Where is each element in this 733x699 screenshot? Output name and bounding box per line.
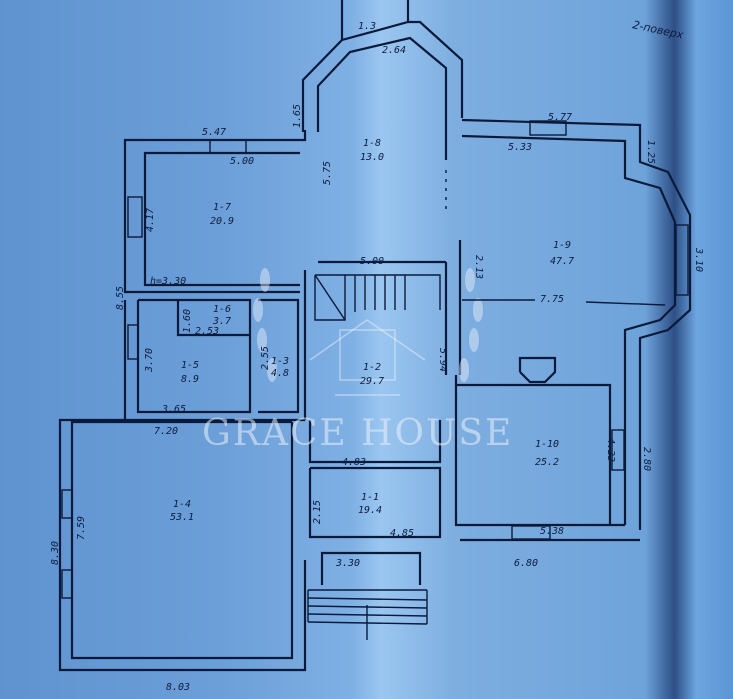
dimension: 5.38 [540,526,564,537]
dimension: 3.65 [161,404,186,415]
watermark-text: GRACE HOUSE [202,413,513,454]
room-id: 1-4 [173,499,191,510]
dimension: 8.03 [166,682,190,693]
room-1-4: 1-4 53.1 [170,499,194,523]
room-id: 1-2 [363,362,381,373]
room-1-5: 1-58.9 [181,360,199,385]
dimension: 7.20 [154,426,178,437]
room-area: 8.9 [181,374,199,385]
staircase [314,274,441,321]
dimension: 1.65 [292,104,303,128]
dimension: 5.00 [230,156,254,167]
room-id: 1-7 [213,202,231,213]
dimension: 5.75 [322,161,333,185]
room-id: 1-6 [213,304,231,315]
dimension: 8.55 [115,286,126,310]
room-1-1: 1-1 19.4 [358,492,382,516]
dimension: h=3.30 [150,276,186,287]
laurel-icon [253,268,483,382]
dimension: 4.85 [390,528,414,539]
dimension: 2.64 [382,45,406,56]
room-area: 29.7 [360,376,384,387]
house-logo-icon [309,319,426,396]
room-area: 4.8 [271,368,289,379]
dimension: 3.70 [144,348,155,373]
room-id: 1-9 [553,240,571,251]
room-id: 1-1 [361,492,379,503]
dimension: 5.94 [437,348,448,372]
windows [61,120,689,599]
dimension: 4.17 [145,208,156,232]
dimension: 2.13 [473,255,484,279]
room-id: 1-8 [363,138,381,149]
room-1-6: 1-63.7 [212,304,231,327]
walls [58,0,692,672]
room-area: 47.7 [550,256,574,267]
dimension: 5.77 [548,112,572,123]
dimension: 4.23 [605,438,616,462]
dimension: 5.47 [202,127,226,138]
dimension: 7.75 [540,294,564,305]
floor-note: 2-поверх [631,18,685,42]
watermark-graphics [253,268,483,396]
dimension: 1.25 [645,140,656,164]
room-area: 20.9 [210,216,234,227]
dimension: 4.83 [342,457,366,468]
dimension: 2.80 [641,447,652,471]
room-area: 3.7 [212,316,231,327]
room-1-10: 1-10 25.2 [535,439,559,468]
room-1-7: 1-7 20.9 [210,202,234,227]
dimension: 7.59 [76,516,87,540]
dimension: 8.30 [50,541,61,565]
entrance-steps [307,589,428,640]
room-1-9: 1-9 47.7 [550,240,574,267]
room-id: 1-10 [535,439,559,450]
dimension: 2.53 [195,326,219,337]
dimension: 3.10 [693,247,704,272]
dimension: 5.33 [508,142,532,153]
dimension: 2.55 [260,346,271,370]
room-id: 1-5 [181,360,199,371]
room-labels: 1-720.9 1-813.0 1-947.7 1-63.7 1-58.9 1-… [170,138,574,523]
room-area: 25.2 [535,457,559,468]
dimension: 1.60 [182,309,193,333]
room-1-8: 1-8 13.0 [360,138,384,163]
dimension: 1.3 [358,21,376,32]
room-area: 13.0 [360,152,384,163]
room-1-2: 1-2 29.7 [360,362,384,387]
dimension: 2.15 [312,500,323,524]
dimension: 3.30 [335,558,360,569]
room-id: 1-3 [271,356,289,367]
room-area: 19.4 [358,505,382,516]
dimension-labels: 1.3 2.64 1.65 5.47 5.00 5.75 4.17 8.55 h… [50,21,704,693]
dimension: 6.80 [514,558,538,569]
watermark: GRACE HOUSE [202,413,513,454]
room-area: 53.1 [170,512,194,523]
room-1-3: 1-34.8 [271,356,289,379]
dimension: 5.00 [360,256,384,267]
